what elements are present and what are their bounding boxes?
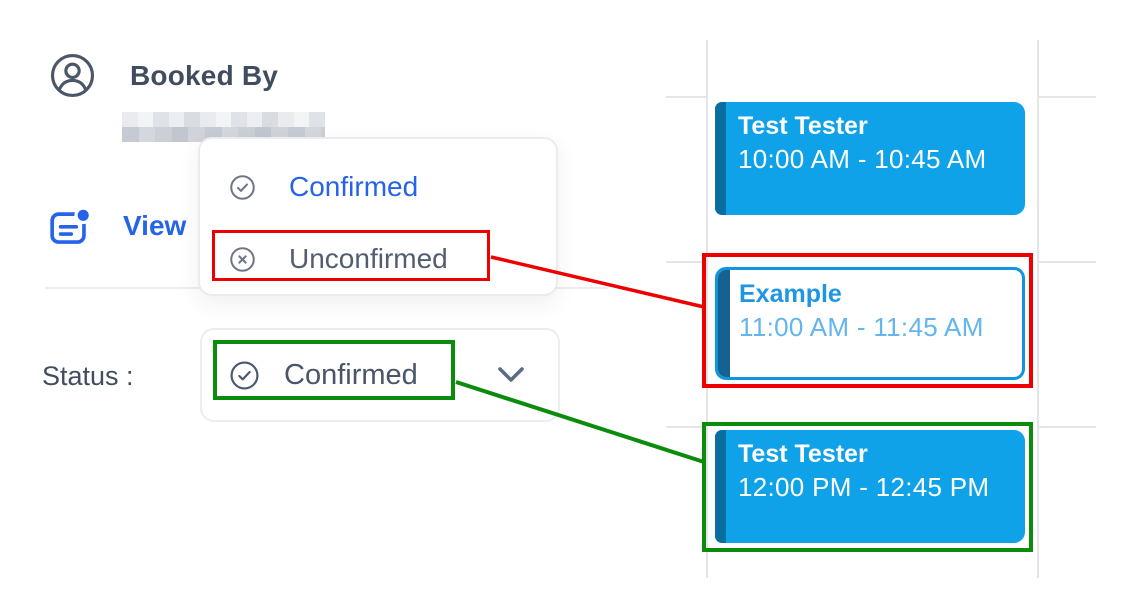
event-title: Test Tester	[738, 440, 868, 468]
event-title: Test Tester	[738, 112, 868, 140]
status-selected-value: Confirmed	[284, 358, 418, 391]
event-time: 10:00 AM - 10:45 AM	[738, 144, 987, 174]
event-title: Example	[739, 280, 842, 308]
calendar-gridline-horizontal	[1038, 261, 1096, 263]
status-dropdown-button[interactable]: Confirmed	[200, 328, 560, 422]
booked-by-row: Booked By	[49, 52, 278, 99]
check-circle-icon	[230, 174, 255, 200]
event-time: 11:00 AM - 11:45 AM	[739, 312, 984, 342]
calendar-gridline-vertical	[1037, 40, 1039, 578]
event-accent-strip	[715, 102, 726, 215]
menu-item-unconfirmed[interactable]: Unconfirmed	[200, 242, 556, 276]
calendar-gridline-horizontal	[666, 261, 706, 263]
user-circle-icon	[50, 53, 95, 98]
calendar-event-confirmed[interactable]: Test Tester 10:00 AM - 10:45 AM	[715, 102, 1025, 215]
booked-by-label: Booked By	[130, 59, 279, 91]
calendar-gridline-horizontal	[666, 426, 706, 428]
menu-item-label: Unconfirmed	[289, 243, 448, 274]
calendar-gridline-horizontal	[1038, 96, 1096, 98]
status-field-label: Status :	[42, 361, 134, 391]
x-circle-icon	[230, 246, 255, 272]
mosaic-row	[122, 112, 325, 127]
view-profile-icon	[50, 206, 92, 244]
view-link-label: View	[123, 210, 187, 241]
chevron-down-icon	[498, 367, 524, 382]
calendar-gridline-horizontal	[666, 96, 706, 98]
check-circle-icon	[230, 360, 259, 390]
calendar-gridline-horizontal	[1038, 426, 1096, 428]
status-dropdown-menu: Confirmed Unconfirmed	[198, 137, 558, 296]
calendar-event-unconfirmed[interactable]: Example 11:00 AM - 11:45 AM	[715, 267, 1025, 380]
menu-item-confirmed[interactable]: Confirmed	[200, 170, 556, 204]
view-link[interactable]: View	[46, 203, 186, 249]
event-time: 12:00 PM - 12:45 PM	[738, 472, 990, 502]
event-accent-strip	[718, 270, 730, 377]
calendar-gridline-vertical	[706, 40, 708, 578]
menu-item-label: Confirmed	[289, 171, 419, 202]
calendar-event-confirmed[interactable]: Test Tester 12:00 PM - 12:45 PM	[715, 430, 1025, 543]
event-accent-strip	[715, 430, 726, 543]
